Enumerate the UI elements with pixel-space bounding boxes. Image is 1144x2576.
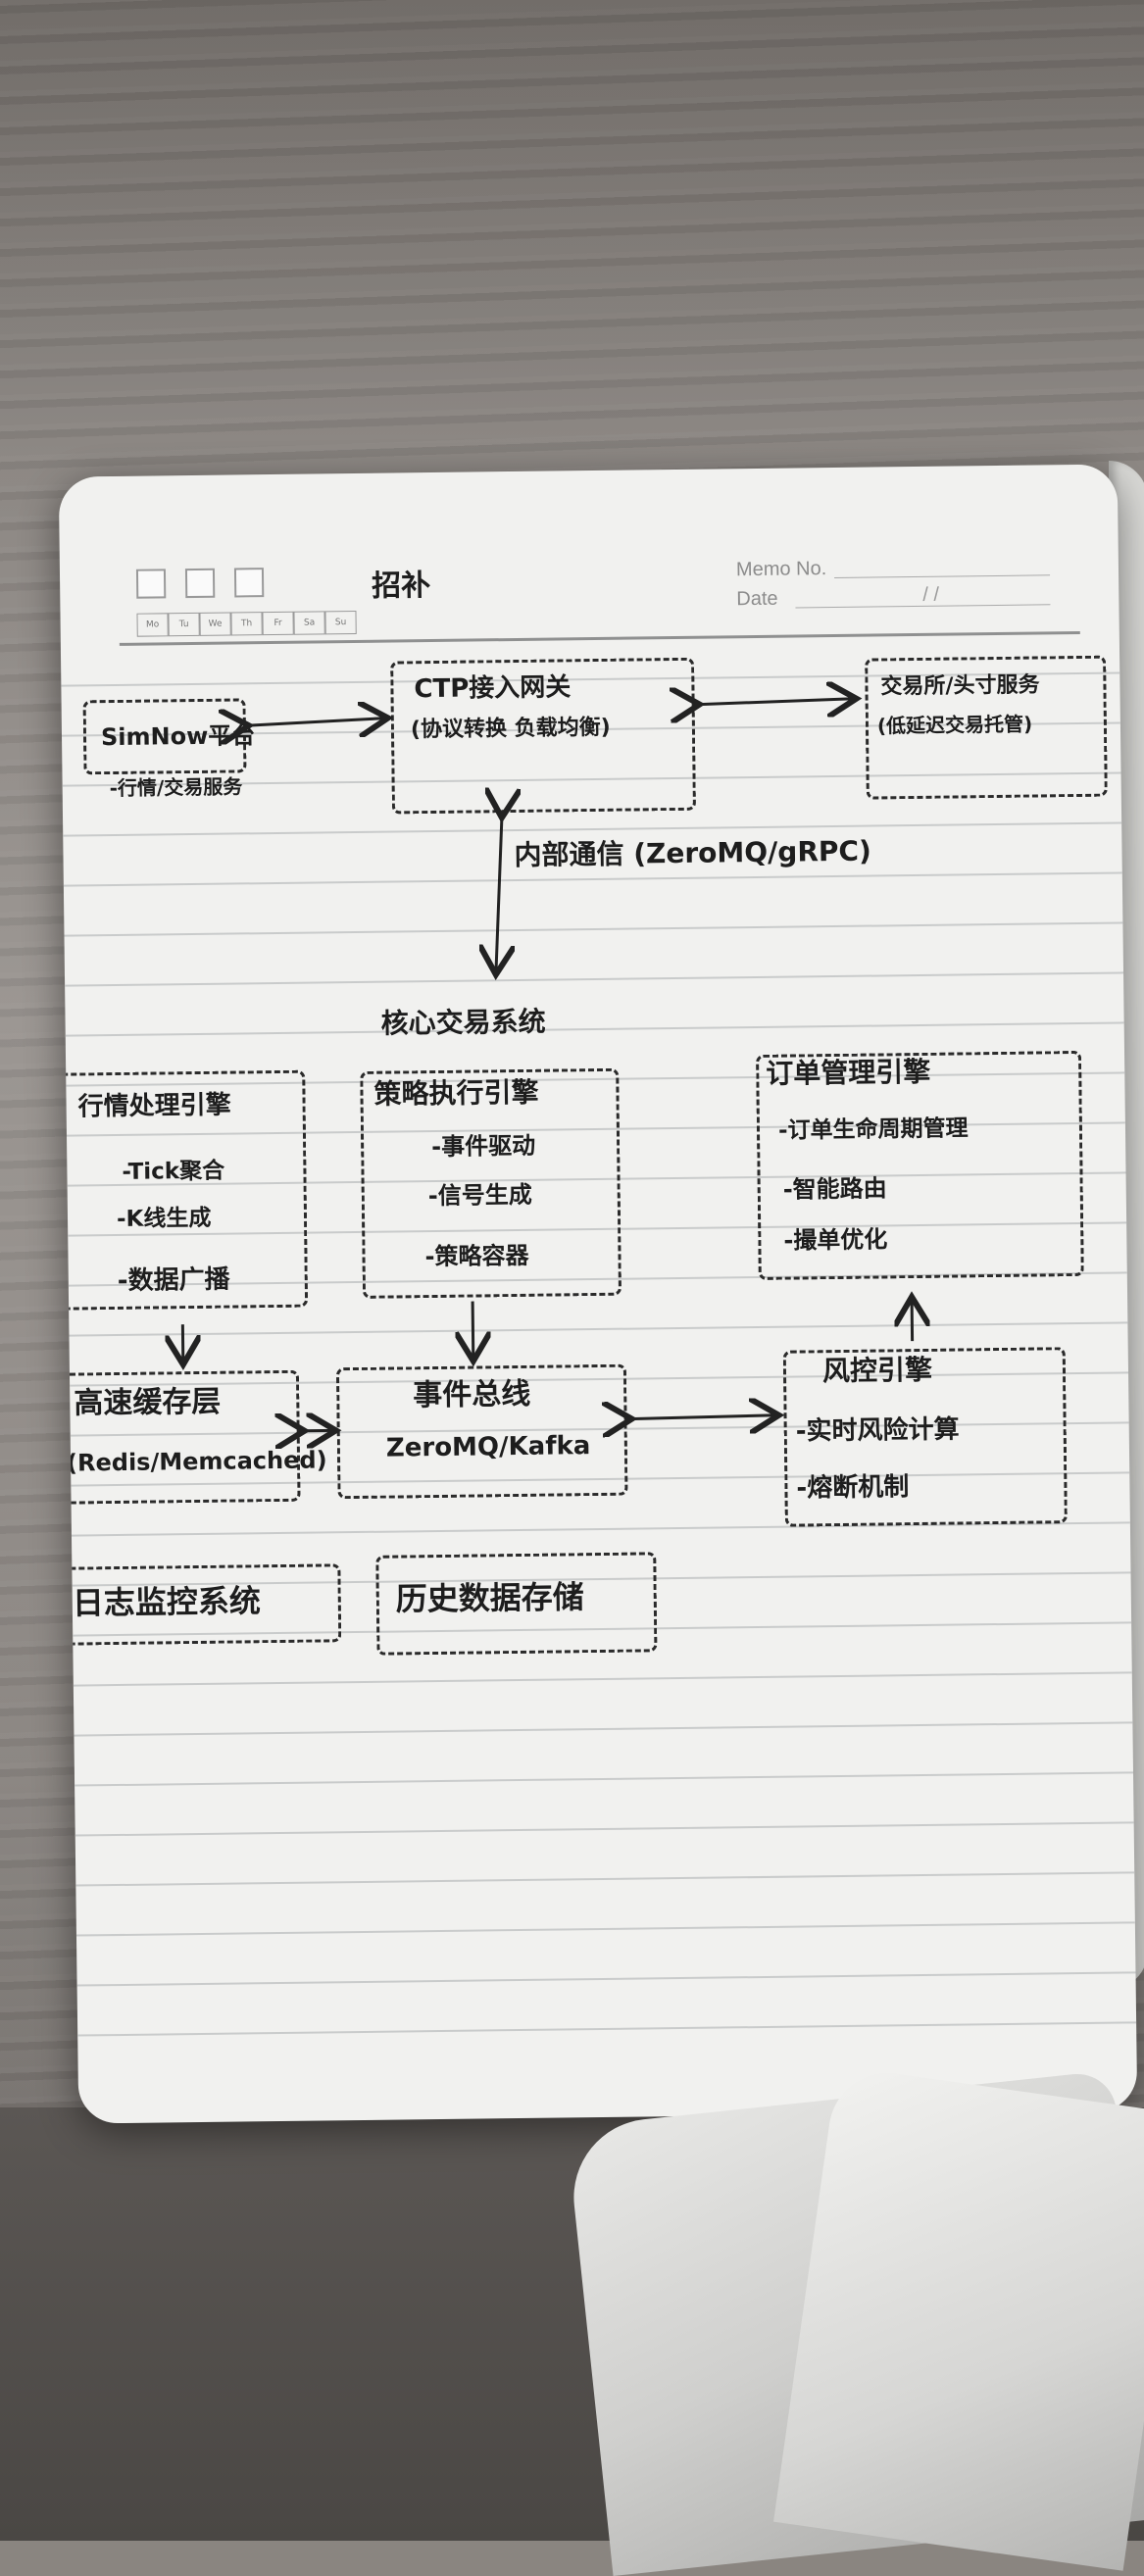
arrow-ctp-core (494, 815, 504, 971)
arrow-bus-risk (629, 1415, 776, 1419)
notebook-page: Mo Tu We Th Fr Sa Su 招补 Memo No. Date / … (59, 464, 1137, 2123)
arrow-simnow-ctp (246, 718, 385, 726)
arrow-risk-order (912, 1300, 913, 1341)
connector-arrows (59, 464, 1137, 2123)
hand-finger (773, 2065, 1144, 2571)
arrow-ctp-exchange (697, 699, 854, 705)
